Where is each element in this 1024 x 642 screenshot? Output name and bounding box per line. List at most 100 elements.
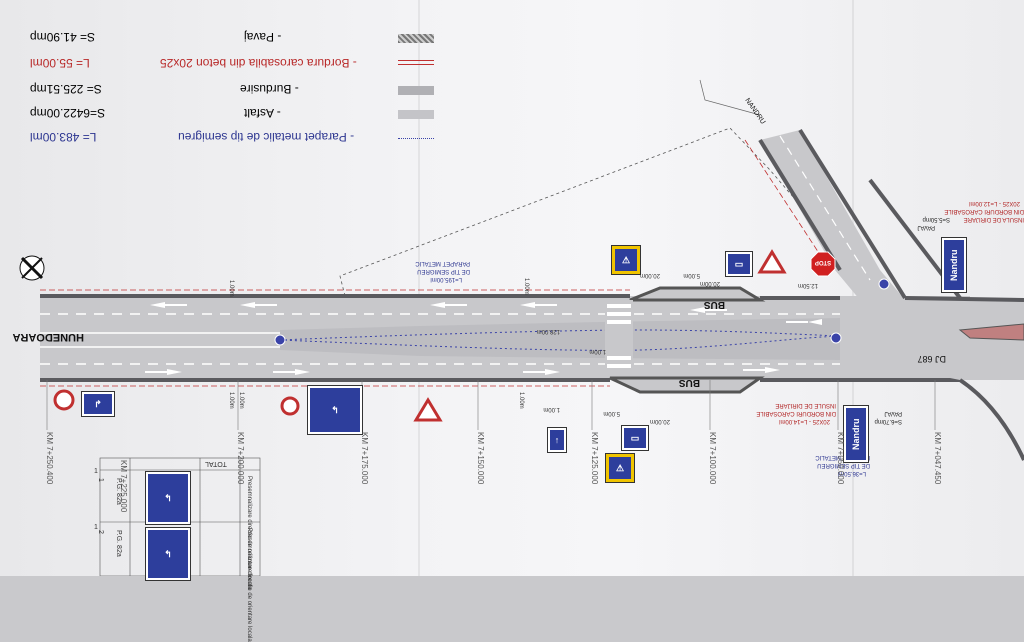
island-right [958, 323, 1024, 341]
presignalization-sign-icon: ↰ [146, 472, 190, 524]
pavaj-note-right: PAVAJ S=6.70mp [874, 410, 902, 424]
island-note-right: INSULE DE DIRIJARE DIN BORDURI CAROSABIL… [756, 402, 836, 424]
boundary-line [699, 79, 761, 116]
prohibition-sign-icon [53, 389, 300, 416]
curb-east [904, 296, 1024, 302]
legend-row-parapet: L= 483.00ml - Parapet metalic de tip sem… [30, 130, 434, 148]
svg-text:S=6.70mp: S=6.70mp [874, 418, 902, 424]
north-arm-asphalt [760, 130, 905, 300]
svg-text:L=36.50ml: L=36.50ml [838, 470, 866, 476]
svg-text:1.00m: 1.00m [228, 392, 234, 409]
east-road-asphalt [840, 300, 1024, 380]
lane-direction-sign-icon: ↰ [308, 386, 362, 434]
bus-label-bottom: BUS [679, 377, 700, 388]
road-plan-svg: HUNEDOARA BUS BUS DJ 687 NANDRU PARAPET … [12, 79, 1024, 576]
km-marker: KM 7+175.000 [360, 432, 369, 485]
svg-text:1.00m: 1.00m [228, 280, 234, 297]
svg-text:20.00m: 20.00m [700, 280, 720, 286]
direction-label: HUNEDOARA [12, 331, 84, 343]
svg-text:20X25 - L=14.00ml: 20X25 - L=14.00ml [779, 418, 830, 424]
triangle-sign-icon [413, 249, 787, 422]
svg-text:1.00m: 1.00m [523, 278, 529, 295]
bus-stop-sign-icon: ▭ [726, 252, 752, 276]
km-marker: KM 7+050.000 [836, 432, 845, 485]
table-cell: 2 [97, 530, 104, 534]
svg-text:STOP: STOP [815, 259, 831, 265]
lane-direction-sign-icon: ↱ [82, 392, 114, 416]
svg-text:PARAPET METALIC: PARAPET METALIC [415, 260, 470, 266]
legend-swatch-hatch [398, 34, 434, 43]
svg-text:20.00m: 20.00m [650, 418, 670, 424]
bus-bay-bottom [609, 376, 765, 394]
dj-road-label: DJ 687 [917, 354, 946, 364]
fold-line [418, 0, 420, 576]
legend-row-bordura: L= 55.00ml - Bordura carosabila din beto… [30, 56, 434, 74]
km-marker: KM 7+100.000 [708, 432, 717, 485]
presignalization-sign-icon: ↰ [146, 528, 190, 580]
table-cell: Presemnalizare directie de orientare loc… [246, 476, 252, 590]
table-cell: P.G. 82a [115, 530, 122, 557]
nandru-direction-sign-top: Nandru [942, 238, 966, 292]
bus-label-top: BUS [704, 299, 725, 310]
svg-text:5.00m: 5.00m [603, 410, 620, 416]
curb-east [958, 378, 1024, 461]
pedestrian-crossing-sign-icon: ⚠ [612, 246, 640, 274]
svg-text:L=195.00ml: L=195.00ml [430, 276, 462, 282]
table-cell: 1 [94, 468, 98, 475]
nandru-direction-sign-right: Nandru [844, 406, 868, 462]
svg-text:INSULA DE DIRIJARE: INSULA DE DIRIJARE [964, 216, 1024, 222]
dimension-labels: 1.00m 20.00m 5.00m 20.00m 1.00m 128.00m … [228, 272, 818, 424]
table-header: TOTAL [205, 460, 227, 467]
svg-text:DE TIP SEMIGREU: DE TIP SEMIGREU [817, 462, 870, 468]
pedestrian-crossing-sign-icon: ⚠ [606, 454, 634, 482]
svg-text:1.00m: 1.00m [238, 392, 244, 409]
lane-marking [779, 135, 871, 281]
svg-text:PAVAJ: PAVAJ [917, 224, 935, 230]
x-sign-icon [19, 255, 45, 281]
svg-text:128.00m: 128.00m [537, 328, 560, 334]
svg-text:DIN BORDURI CAROSABILE: DIN BORDURI CAROSABILE [944, 208, 1024, 214]
median-area [280, 318, 840, 360]
legend-swatch-grey [398, 110, 434, 119]
svg-text:PAVAJ: PAVAJ [884, 410, 902, 416]
parapet-note-top: PARAPET METALIC DE TIP SEMIGREU L=195.00… [415, 260, 470, 282]
svg-text:20X25 - L=12.00ml: 20X25 - L=12.00ml [969, 200, 1020, 206]
stop-sign-icon: STOP [810, 251, 836, 277]
svg-text:12.50m: 12.50m [798, 282, 818, 288]
km-marker: KM 7+250.400 [45, 432, 54, 485]
parapet-end-markers [274, 278, 890, 346]
svg-text:DIN BORDURI CAROSABILE: DIN BORDURI CAROSABILE [756, 410, 836, 416]
parcel-outline [339, 127, 831, 297]
svg-text:1.00m: 1.00m [589, 348, 606, 354]
table-cell: 1 [97, 478, 104, 482]
km-marker: KM 7+200.000 [236, 432, 245, 485]
km-marker: KM 7+047.450 [933, 432, 942, 485]
km-marker: KM 7+150.000 [476, 432, 485, 485]
table-cell: 1 [94, 524, 98, 531]
svg-text:20.00m: 20.00m [640, 272, 660, 278]
info-sign-icon: ↑ [548, 428, 566, 452]
km-ticks [46, 380, 936, 430]
bus-bay-top [629, 286, 766, 302]
km-marker: KM 7+125.000 [590, 432, 599, 485]
pavaj-note-top: PAVAJ S=5.50mp [917, 216, 950, 230]
north-arm-curb [758, 138, 842, 272]
table-cell: P.G. 82a [115, 478, 122, 505]
svg-text:S=5.50mp: S=5.50mp [922, 216, 950, 222]
table-cell: Presemnalizare directie de orientare loc… [246, 528, 252, 642]
svg-text:5.00m: 5.00m [683, 272, 700, 278]
legend-swatch-dotline [398, 138, 434, 139]
island-note-top: INSULA DE DIRIJARE DIN BORDURI CAROSABIL… [944, 200, 1024, 222]
legend-swatch-light [398, 86, 434, 95]
red-curb-line [744, 139, 831, 271]
legend-row-burdusire: S= 225.51mp - Burdusire [30, 82, 434, 100]
svg-text:DE TIP SEMIGREU: DE TIP SEMIGREU [417, 268, 470, 274]
crosswalk [605, 300, 633, 376]
signs-table [99, 457, 261, 576]
legend-row-asfalt: S=6422.00mp - Asfalt [30, 106, 434, 124]
svg-text:1.00m: 1.00m [543, 406, 560, 412]
parapet-note-right: PARAPET METALIC DE TIP SEMIGREU L=36.50m… [815, 454, 870, 476]
svg-text:PARAPET METALIC: PARAPET METALIC [815, 454, 870, 460]
svg-text:INSULE DE DIRIJARE: INSULE DE DIRIJARE [775, 402, 836, 408]
